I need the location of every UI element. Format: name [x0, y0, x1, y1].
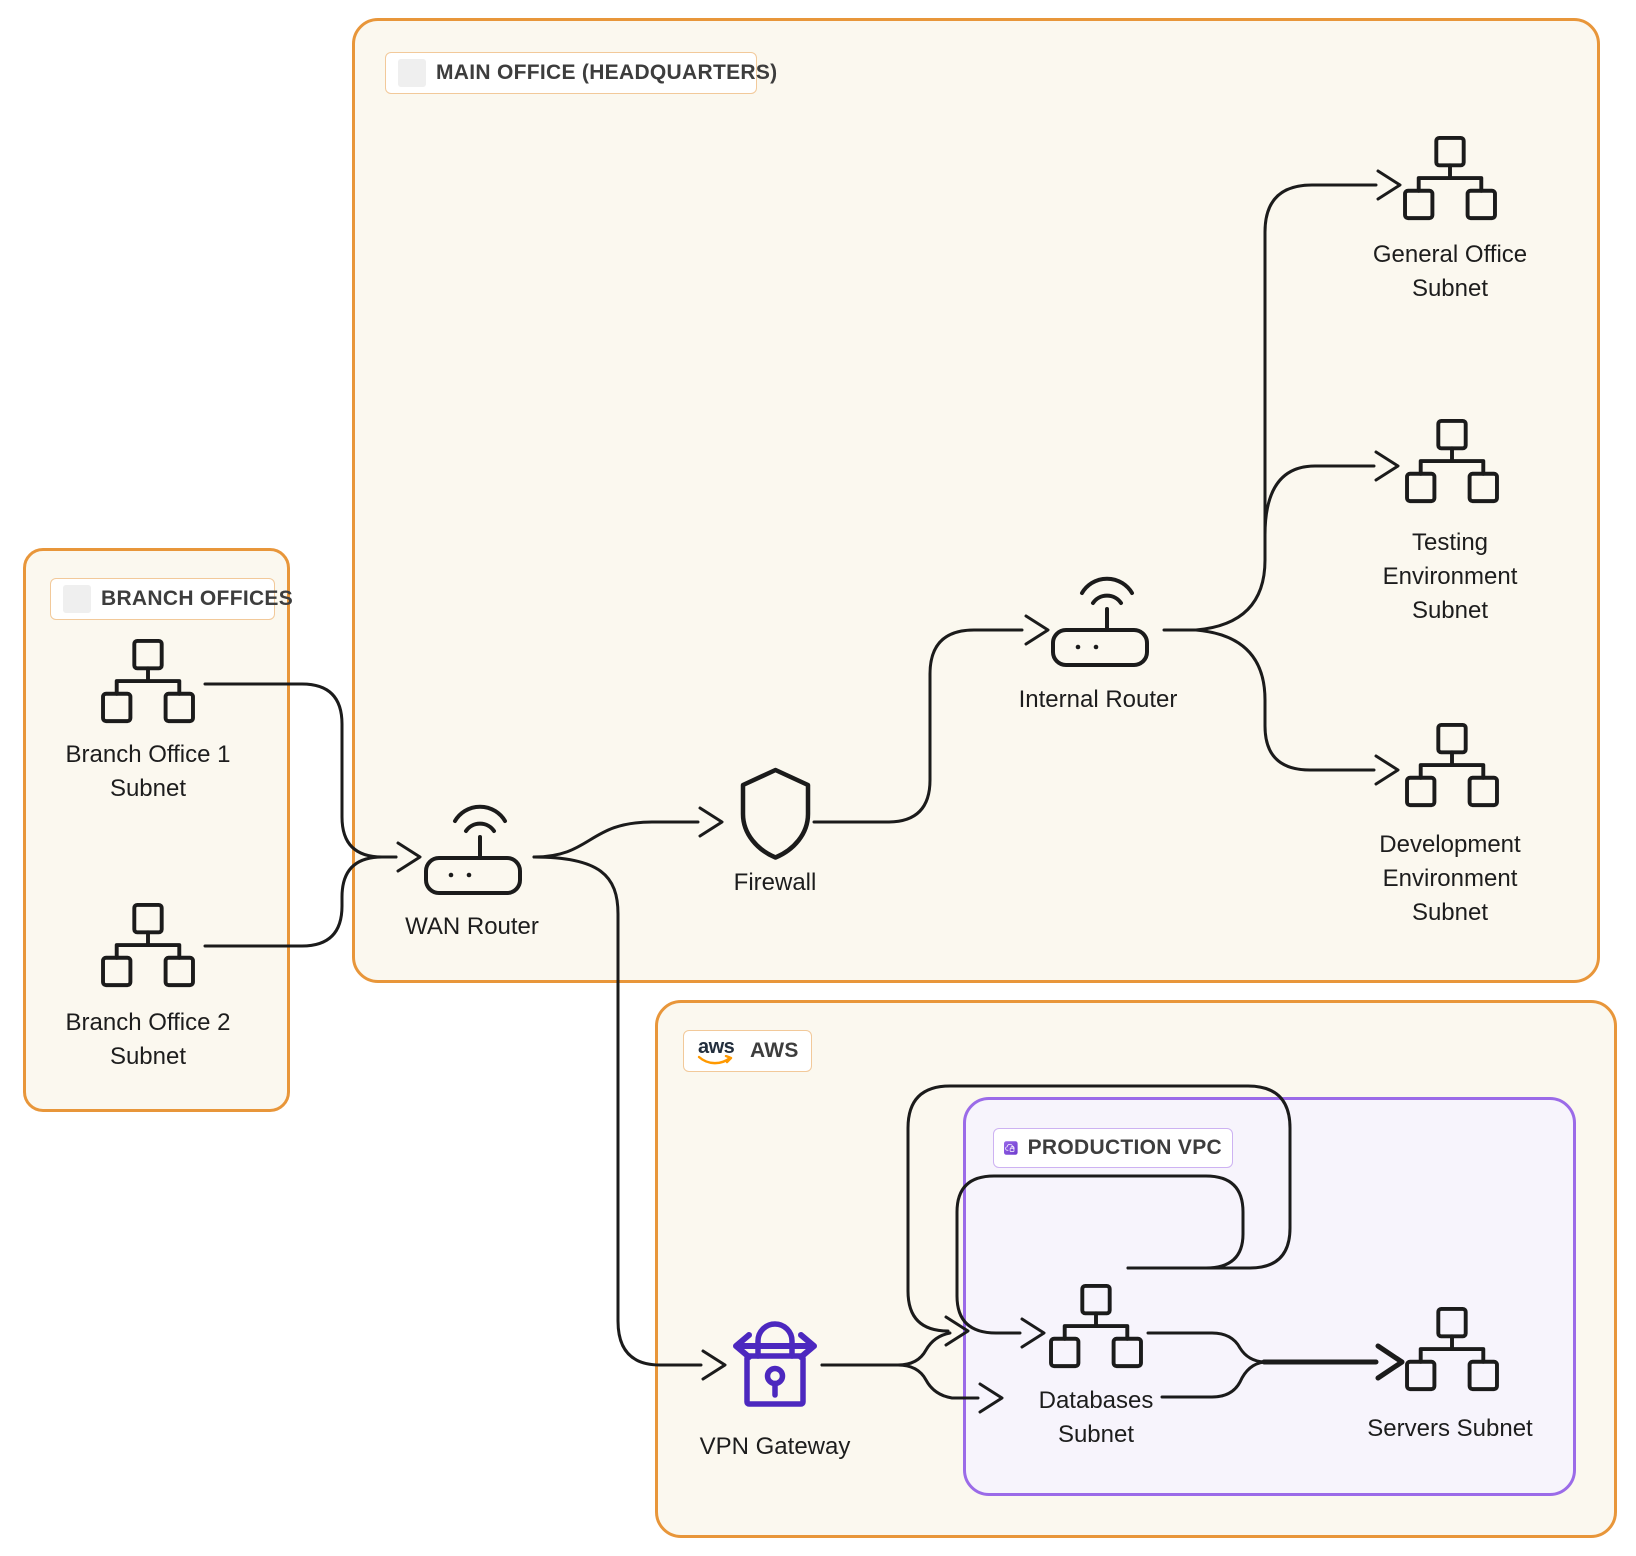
aws-logo-text: aws — [698, 1036, 735, 1058]
node-label-branch-office-1: Branch Office 1 Subnet — [65, 741, 231, 802]
subnet-tree-icon — [100, 902, 196, 990]
production-vpc-caption: PRODUCTION VPC — [1027, 1136, 1222, 1159]
edge-branch1-to-wan-router — [203, 682, 398, 859]
node-label-vpn-gateway: VPN Gateway — [699, 1433, 851, 1460]
subnet-tree-icon — [1404, 1306, 1500, 1394]
node-label-wan-router: WAN Router — [405, 913, 539, 940]
edge-wan-router-to-firewall — [532, 820, 700, 859]
arrowhead — [944, 1315, 970, 1347]
wireless-router-icon — [418, 800, 528, 895]
node-label-development-environment: Development Environment Subnet — [1379, 831, 1521, 926]
arrowhead — [1376, 169, 1402, 201]
edge-databases-to-servers-upper — [1146, 1331, 1266, 1364]
node-label-branch-office-2: Branch Office 2 Subnet — [65, 1009, 231, 1070]
subnet-tree-icon — [1404, 418, 1500, 506]
edge-vpn-to-databases-upper — [820, 1331, 952, 1367]
branch-offices-label: BRANCH OFFICES — [50, 578, 293, 620]
subnet-tree-icon — [1404, 722, 1500, 810]
arrowhead — [1024, 614, 1050, 646]
edge-firewall-to-internal-router — [812, 628, 1024, 824]
placeholder-icon — [63, 585, 91, 613]
subnet-tree-icon — [1048, 1283, 1144, 1371]
vpc-icon — [1004, 1141, 1018, 1155]
node-label-firewall: Firewall — [733, 869, 817, 896]
node-label-databases: Databases Subnet — [1038, 1387, 1154, 1448]
aws-logo-icon: aws — [696, 1036, 740, 1066]
branch-offices-caption: BRANCH OFFICES — [101, 587, 294, 610]
node-label-internal-router: Internal Router — [1018, 686, 1178, 713]
edge-internal-router-to-development — [1194, 628, 1376, 772]
arrowhead — [1374, 450, 1400, 482]
arrowhead — [396, 841, 422, 873]
edge-internal-router-to-testing — [1263, 464, 1376, 537]
edge-branch2-to-wan-router — [203, 855, 398, 948]
aws-label: aws AWS — [683, 1030, 812, 1072]
subnet-tree-icon — [1402, 135, 1498, 223]
aws-caption: AWS — [750, 1039, 799, 1062]
arrowhead — [701, 1349, 727, 1381]
node-label-servers: Servers Subnet — [1367, 1415, 1533, 1442]
arrowhead — [1020, 1317, 1046, 1349]
subnet-tree-icon — [100, 638, 196, 726]
placeholder-icon — [398, 59, 426, 87]
wireless-router-icon — [1045, 572, 1155, 667]
edge-internal-router-to-general-office — [1162, 183, 1378, 632]
main-office-label: MAIN OFFICE (HEADQUARTERS) — [385, 52, 777, 94]
arrowhead — [978, 1382, 1004, 1414]
edge-vpn-to-databases-lower — [820, 1363, 980, 1400]
node-label-general-office: General Office Subnet — [1372, 241, 1528, 302]
vpn-lock-icon — [733, 1321, 817, 1407]
arrowhead — [1374, 754, 1400, 786]
edge-databases-to-servers-lower — [1160, 1360, 1266, 1399]
edge-wan-router-to-vpn-gateway — [532, 855, 703, 1367]
edge-loop-outer-to-databases — [906, 1084, 1292, 1333]
node-label-testing-environment: Testing Environment Subnet — [1382, 529, 1518, 624]
arrowhead — [1375, 1343, 1405, 1381]
main-office-caption: MAIN OFFICE (HEADQUARTERS) — [436, 61, 778, 84]
edge-loop-inner-to-databases — [955, 1174, 1245, 1335]
production-vpc-label: PRODUCTION VPC — [993, 1128, 1233, 1168]
firewall-shield-icon — [738, 766, 813, 861]
arrowhead — [698, 806, 724, 838]
